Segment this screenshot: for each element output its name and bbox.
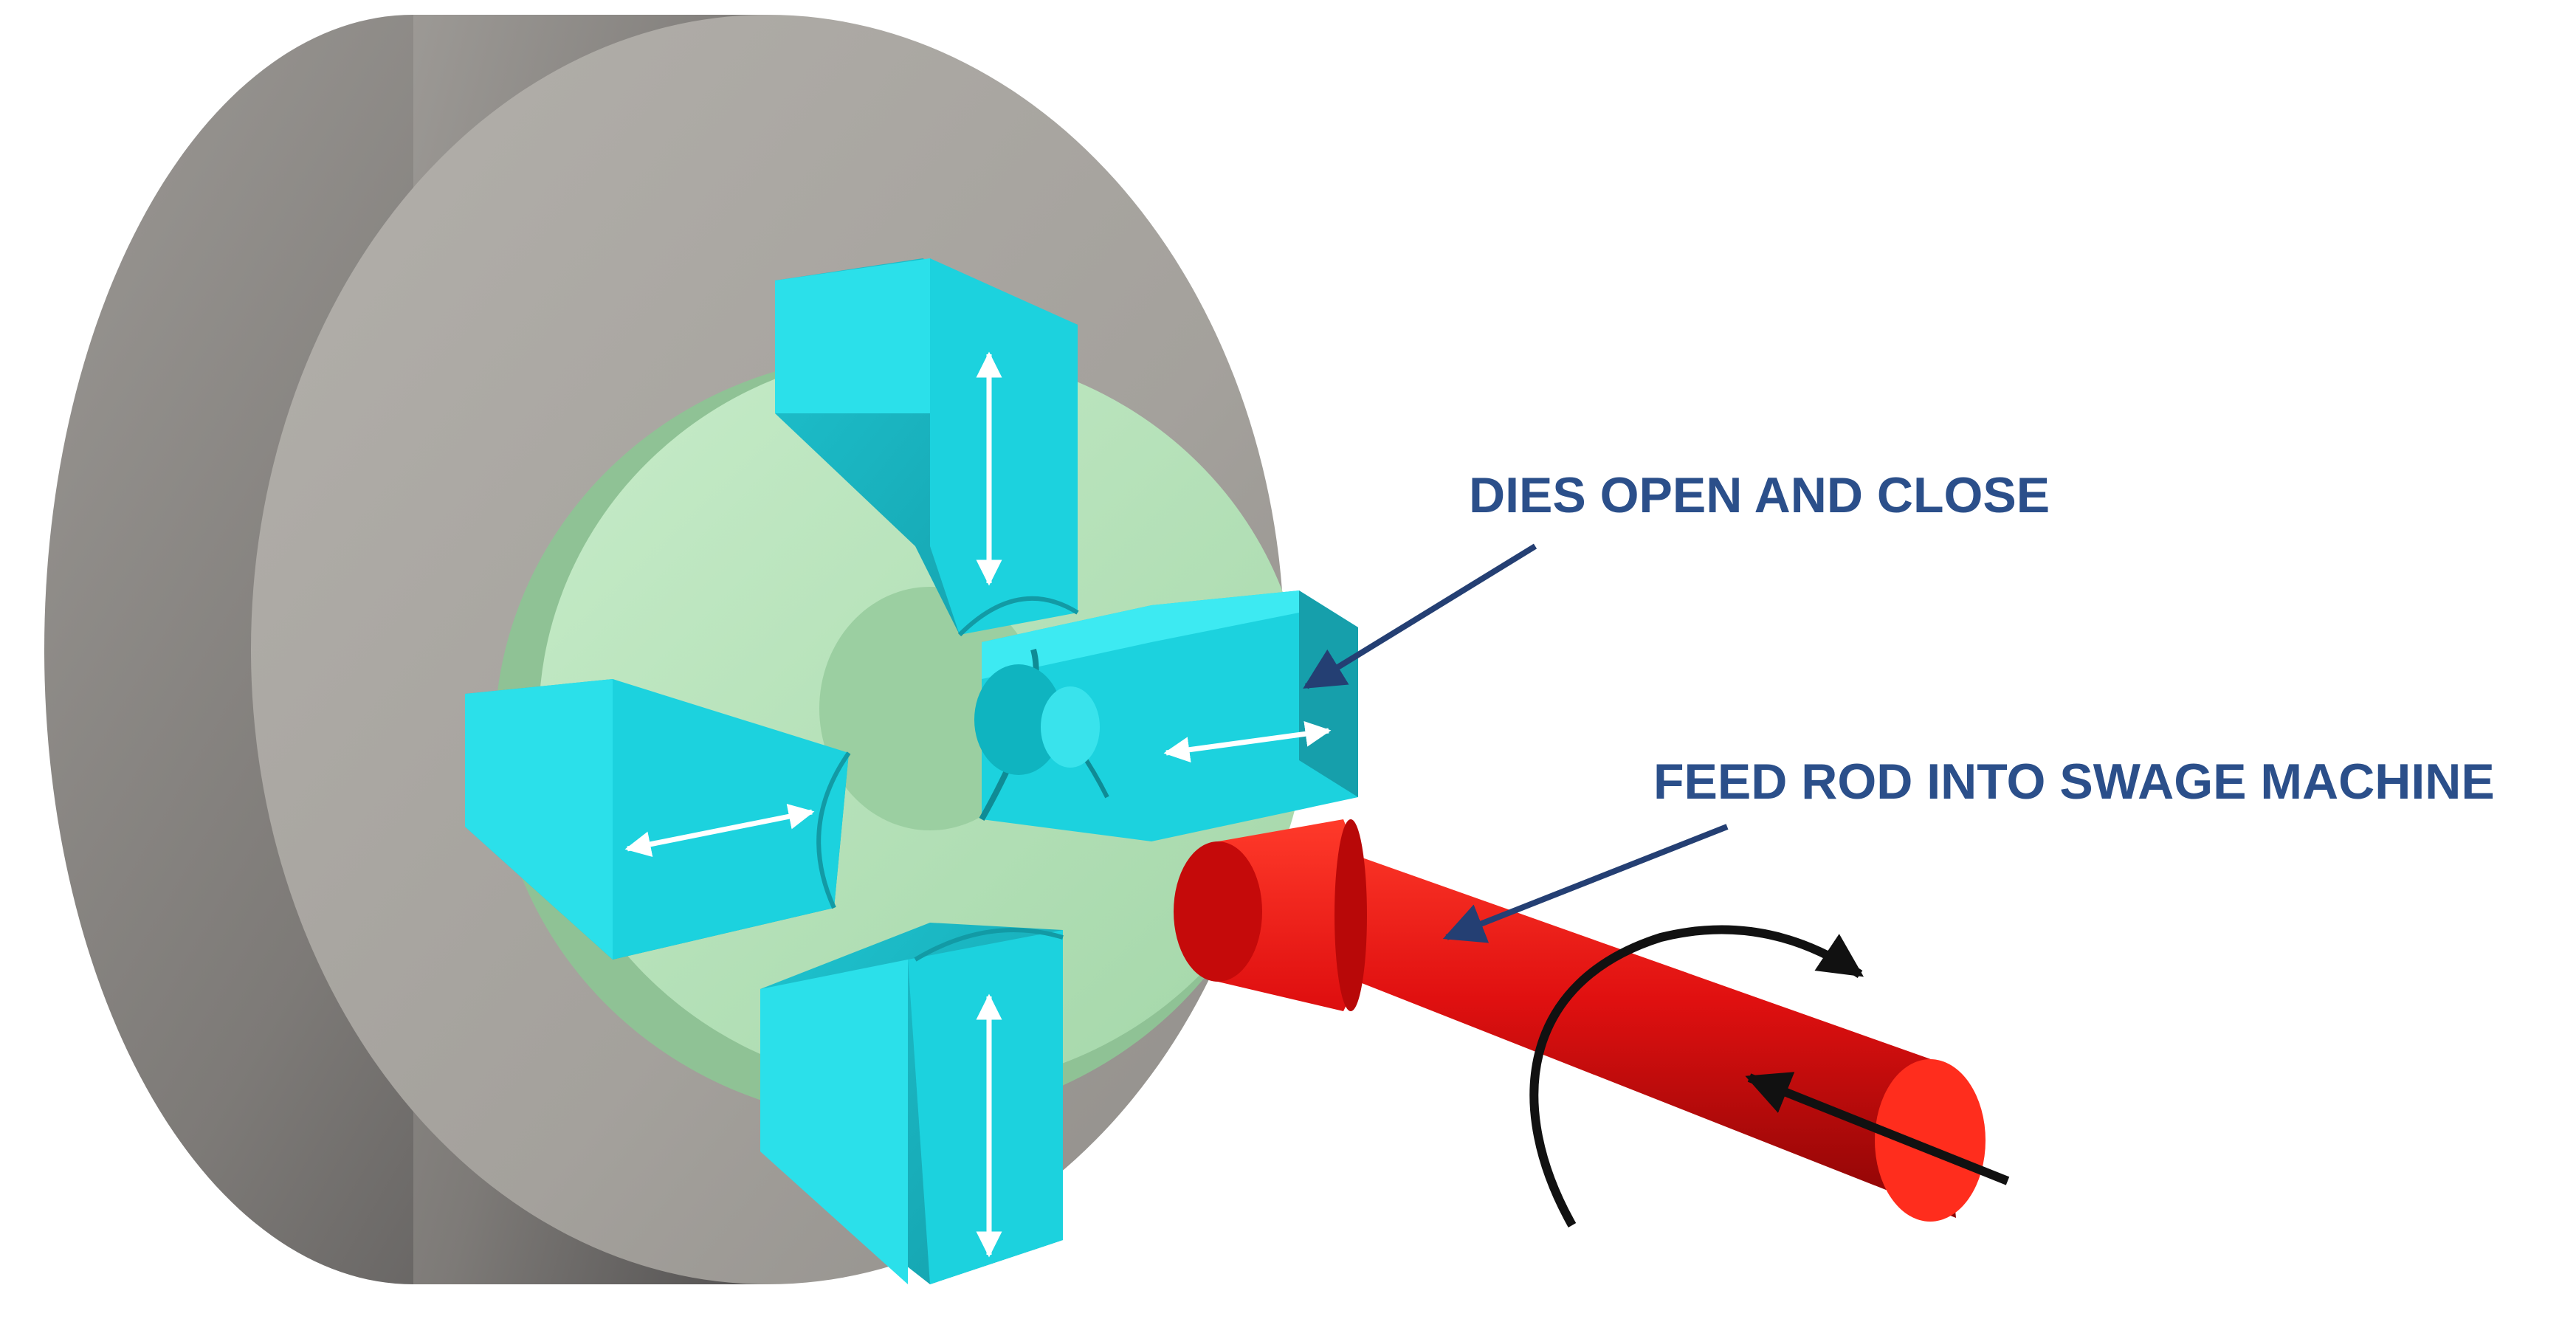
top-die [775, 258, 1079, 637]
feed-rod [1174, 819, 1986, 1222]
dies-leader-line [1303, 543, 1537, 689]
die-motion-arrows [624, 351, 1332, 1258]
feed-rod-label: FEED ROD INTO SWAGE MACHINE [1653, 754, 2495, 810]
die-cavity [974, 664, 1100, 775]
rotation-arrow [1529, 925, 1864, 1227]
feed-leader-line [1442, 824, 1729, 943]
dies-open-and-close-label: DIES OPEN AND CLOSE [1469, 467, 2050, 523]
feed-direction-arrow [1745, 1072, 2010, 1185]
